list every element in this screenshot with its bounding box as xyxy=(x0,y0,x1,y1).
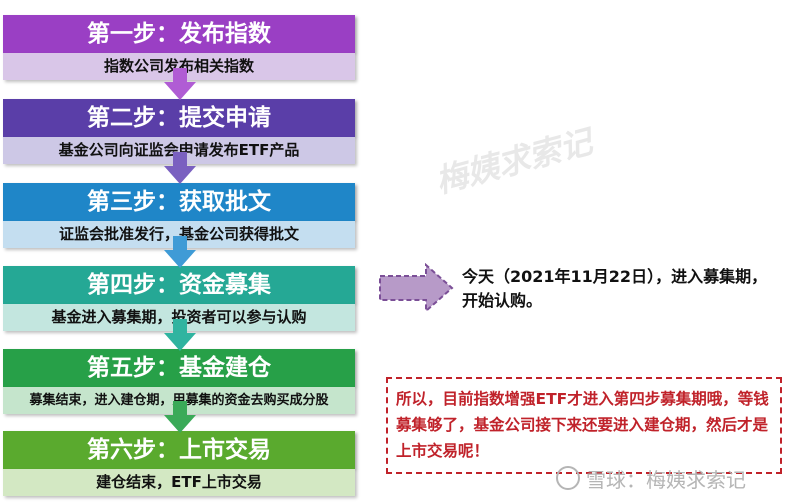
footer-text: 雪球：梅姨求索记 xyxy=(586,468,746,492)
footer-watermark: 雪球：梅姨求索记 xyxy=(556,464,746,493)
snowball-logo-icon xyxy=(556,466,580,490)
today-note: 今天（2021年11月22日），进入募集期，开始认购。 xyxy=(462,267,768,310)
step-title: 第四步：资金募集 xyxy=(3,266,355,304)
step-1: 第一步：发布指数 指数公司发布相关指数 xyxy=(3,15,355,80)
step-3: 第三步：获取批文 证监会批准发行，基金公司获得批文 xyxy=(3,183,355,248)
step-title: 第六步：上市交易 xyxy=(3,431,355,469)
conclusion-note: 所以，目前指数增强ETF才进入第四步募集期哦，等钱募集够了，基金公司接下来还要进… xyxy=(386,377,782,474)
down-arrow-icon xyxy=(164,401,196,433)
down-arrow-icon xyxy=(164,152,196,184)
step-title: 第一步：发布指数 xyxy=(3,15,355,53)
step-6: 第六步：上市交易 建仓结束，ETF上市交易 xyxy=(3,431,355,496)
step-desc: 基金公司向证监会申请发布ETF产品 xyxy=(3,137,355,164)
step-title: 第二步：提交申请 xyxy=(3,99,355,137)
down-arrow-icon xyxy=(164,319,196,351)
step-4: 第四步：资金募集 基金进入募集期，投资者可以参与认购 xyxy=(3,266,355,331)
step-desc: 证监会批准发行，基金公司获得批文 xyxy=(3,221,355,248)
step-title: 第三步：获取批文 xyxy=(3,183,355,221)
step-desc: 建仓结束，ETF上市交易 xyxy=(3,469,355,496)
down-arrow-icon xyxy=(164,236,196,268)
step-2: 第二步：提交申请 基金公司向证监会申请发布ETF产品 xyxy=(3,99,355,164)
down-arrow-icon xyxy=(164,68,196,100)
step-title: 第五步：基金建仓 xyxy=(3,349,355,387)
right-arrow-icon xyxy=(379,263,454,313)
watermark: 梅姨求索记 xyxy=(431,122,596,201)
